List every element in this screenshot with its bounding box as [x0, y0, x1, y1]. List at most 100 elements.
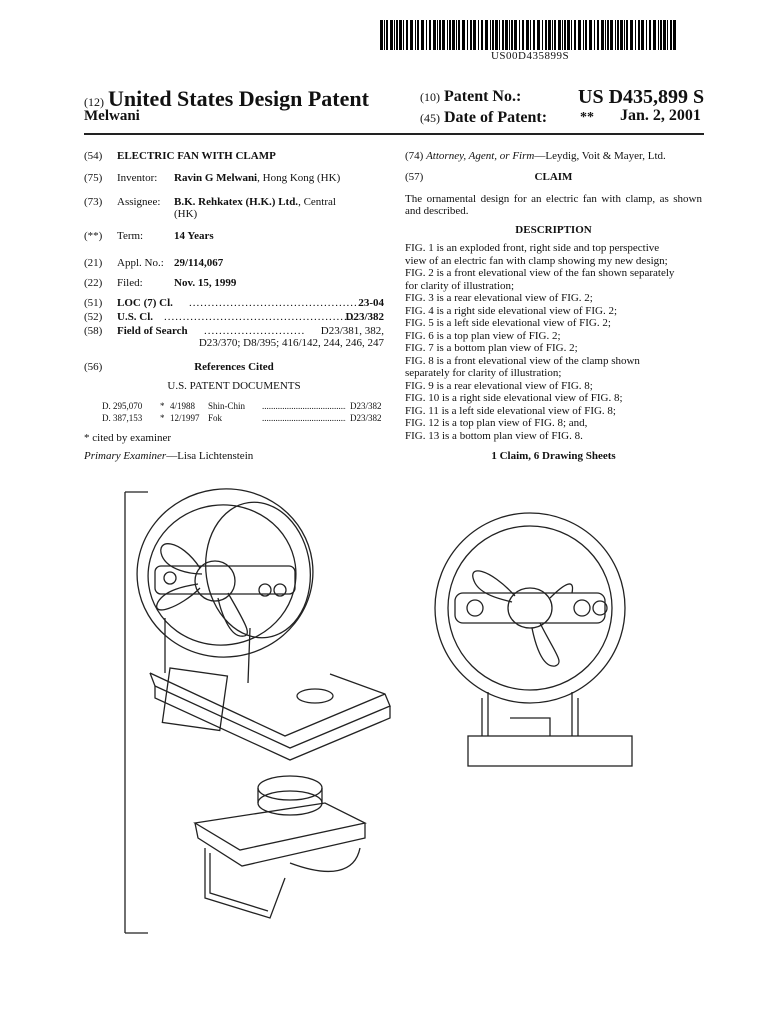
date-stars: ** — [580, 110, 594, 125]
description-line: FIG. 6 is a top plan view of FIG. 2; — [405, 329, 561, 342]
patent-no-label: (10)Patent No.: — [420, 88, 521, 106]
barcode-bar — [537, 20, 540, 50]
barcode-bar — [394, 20, 395, 50]
barcode-bar — [495, 20, 498, 50]
field-code: (54) — [84, 150, 103, 162]
field-74: (74) Attorney, Agent, or Firm—Leydig, Vo… — [405, 150, 702, 163]
description-line: FIG. 8 is a front elevational view of th… — [405, 354, 640, 367]
barcode-bar — [574, 20, 576, 50]
description-line: FIG. 10 is a right side elevational view… — [405, 392, 623, 404]
fig1-fan-perspective — [136, 488, 391, 761]
barcode-bar — [522, 20, 524, 50]
barcode-bar — [653, 20, 656, 50]
barcode-bar — [673, 20, 676, 50]
barcode-bar — [415, 20, 416, 50]
document-type: (12)United States Design Patent — [84, 86, 369, 112]
barcode-bar — [567, 20, 570, 50]
description-line: FIG. 13 is a bottom plan view of FIG. 8. — [405, 429, 583, 442]
code-10: (10) — [420, 90, 440, 104]
appl-no-label: Appl. No.: — [117, 257, 164, 269]
references-title: References Cited — [194, 361, 274, 373]
field-of-search-value-2: D23/370; D8/395; 416/142, 244, 246, 247 — [198, 337, 384, 349]
claim-text: The ornamental design for an electric fa… — [405, 192, 702, 218]
term-value: 14 Years — [174, 230, 214, 242]
barcode-bar — [384, 20, 385, 50]
examiner-label: Primary Examiner — [84, 450, 167, 462]
barcode-bar — [646, 20, 647, 50]
field-57: (57) CLAIM — [405, 171, 702, 185]
dot-leader: ........................................… — [262, 401, 346, 411]
field-code: (73) — [84, 196, 103, 208]
barcode-bar — [380, 20, 383, 50]
description-line: FIG. 1 is an exploded front, right side … — [405, 242, 660, 254]
barcode-bar — [452, 20, 455, 50]
barcode-bar — [597, 20, 599, 50]
date-label: (45)Date of Patent: — [420, 109, 547, 127]
doc-type-title: United States Design Patent — [108, 86, 369, 111]
barcode-bar — [552, 20, 553, 50]
barcode-bar — [589, 20, 592, 50]
barcode-bar — [564, 20, 566, 50]
dot-leader: ........................................… — [262, 413, 346, 423]
attorney-value: —Leydig, Voit & Mayer, Ltd. — [534, 150, 666, 162]
reference-date: 4/1988 — [170, 401, 196, 411]
barcode-bar — [545, 20, 547, 50]
barcode-bar — [470, 20, 472, 50]
barcode-bar — [533, 20, 535, 50]
barcode-bar — [511, 20, 513, 50]
barcode-bar — [399, 20, 402, 50]
barcode-bar — [458, 20, 460, 50]
appl-no-value: 29/114,067 — [174, 257, 224, 269]
assignee-name: B.K. Rehkatex (H.K.) Ltd. — [174, 196, 299, 208]
filed-value: Nov. 15, 1999 — [174, 277, 237, 289]
field-code: (21) — [84, 257, 103, 269]
reference-cls: D23/382 — [350, 401, 382, 411]
description-line: FIG. 11 is a left side elevational view … — [405, 404, 616, 417]
barcode-bar — [660, 20, 662, 50]
reference-num: D. 387,153 — [102, 413, 143, 423]
fig2-fan-front-elevation — [434, 512, 633, 767]
dot-leader: ........................................… — [164, 311, 359, 323]
reference-star: * — [160, 401, 165, 411]
field-code: (**) — [84, 230, 103, 242]
term-label: Term: — [117, 230, 144, 242]
loc-class-label: LOC (7) Cl. — [117, 297, 173, 309]
barcode-bar — [670, 20, 672, 50]
dot-leader: ........................................… — [189, 297, 359, 309]
attorney-label: Attorney, Agent, or Firm — [426, 150, 535, 162]
barcode-bar — [467, 20, 468, 50]
barcode-bar — [554, 20, 556, 50]
field-code: (56) — [84, 361, 103, 373]
barcode-bar — [478, 20, 479, 50]
barcode-bar — [638, 20, 640, 50]
barcode-bar — [456, 20, 457, 50]
description-line: FIG. 9 is a rear elevational view of FIG… — [405, 379, 593, 392]
exploded-bracket — [124, 491, 148, 934]
barcode-bar — [663, 20, 666, 50]
us-docs-title: U.S. PATENT DOCUMENTS — [167, 380, 301, 392]
barcode-bar — [406, 20, 408, 50]
reference-name: Fok — [208, 413, 223, 423]
inventor-name: Ravin G Melwani — [174, 172, 258, 184]
barcode-bar — [641, 20, 644, 50]
barcode-bar — [462, 20, 465, 50]
barcode-bar — [630, 20, 633, 50]
patent-date: Jan. 2, 2001 — [620, 107, 701, 124]
barcode-bar — [481, 20, 483, 50]
claim-title: CLAIM — [534, 170, 573, 183]
barcode-bar — [578, 20, 581, 50]
barcode-bar — [426, 20, 427, 50]
description-line: FIG. 7 is a bottom plan view of FIG. 2; — [405, 342, 578, 354]
barcode-bar — [403, 20, 404, 50]
cited-note: * cited by examiner — [84, 432, 172, 444]
barcode-bar — [626, 20, 628, 50]
barcode-bar — [594, 20, 595, 50]
field-code: (57) — [405, 170, 424, 183]
description-line: FIG. 3 is a rear elevational view of FIG… — [405, 292, 593, 304]
barcode-bar — [485, 20, 488, 50]
bibliographic-column: (54) ELECTRIC FAN WITH CLAMP (75) Invent… — [84, 150, 384, 470]
description-line: view of an electric fan with clamp showi… — [405, 254, 668, 267]
date-label-text: Date of Patent: — [444, 109, 548, 126]
assignee-label: Assignee: — [117, 196, 161, 208]
